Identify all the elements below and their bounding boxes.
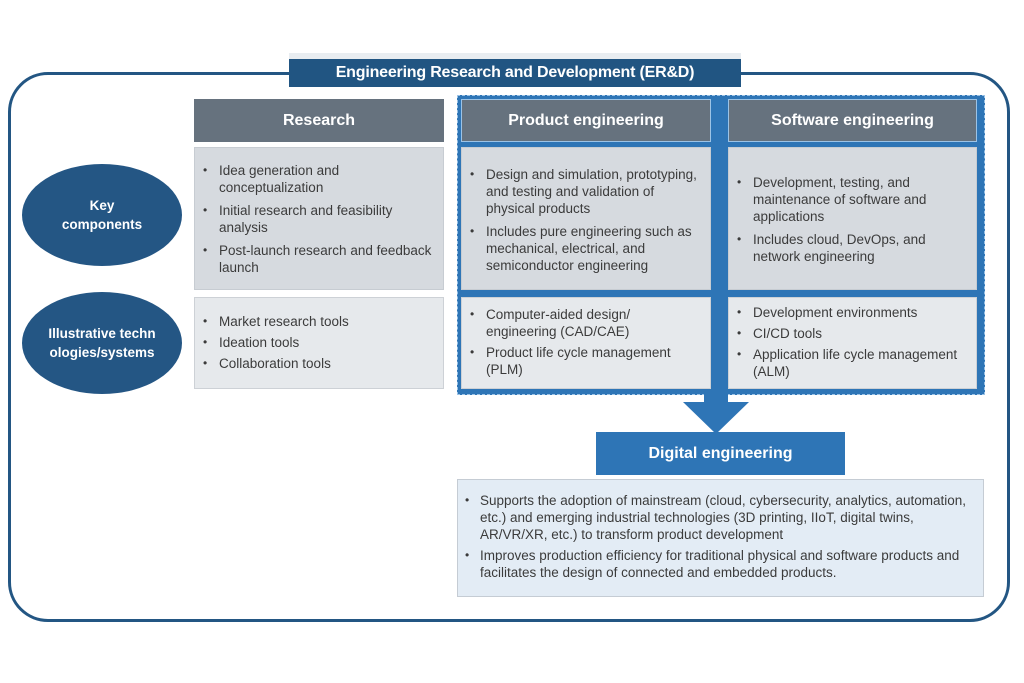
list-item: Initial research and feasibility analysi…	[195, 202, 433, 236]
list-item: Includes cloud, DevOps, and network engi…	[729, 231, 968, 265]
research-key-components: Idea generation and conceptualization In…	[194, 147, 444, 290]
list-item: Post-launch research and feedback launch	[195, 242, 433, 276]
list-item: Idea generation and conceptualization	[195, 162, 433, 196]
product-key-components: Design and simulation, prototyping, and …	[461, 147, 711, 290]
column-header-research: Research	[194, 99, 444, 142]
digital-engineering-header: Digital engineering	[596, 432, 845, 475]
row-label-illustrative-technologies: Illustrative technologies/systems	[22, 292, 182, 394]
product-technologies: Computer-aided design/ engineering (CAD/…	[461, 297, 711, 389]
diagram-title: Engineering Research and Development (ER…	[289, 59, 741, 87]
down-arrow-icon	[683, 392, 749, 434]
list-item: Development, testing, and maintenance of…	[729, 174, 968, 225]
list-item: Computer-aided design/ engineering (CAD/…	[462, 306, 702, 340]
row-label-text: Key components	[61, 198, 143, 232]
software-technologies: Development environments CI/CD tools App…	[728, 297, 977, 389]
list-item: Ideation tools	[195, 334, 433, 351]
row-label-text: Illustrative technologies/systems	[48, 326, 156, 360]
row-label-key-components: Key components	[22, 164, 182, 266]
column-header-product-engineering: Product engineering	[461, 99, 711, 142]
list-item: CI/CD tools	[729, 325, 968, 342]
column-header-software-engineering: Software engineering	[728, 99, 977, 142]
digital-engineering-description: Supports the adoption of mainstream (clo…	[457, 479, 984, 597]
list-item: Application life cycle management (ALM)	[729, 346, 968, 380]
list-item: Includes pure engineering such as mechan…	[462, 223, 702, 274]
research-technologies: Market research tools Ideation tools Col…	[194, 297, 444, 389]
list-item: Improves production efficiency for tradi…	[458, 547, 975, 581]
list-item: Development environments	[729, 304, 968, 321]
list-item: Market research tools	[195, 313, 433, 330]
list-item: Collaboration tools	[195, 355, 433, 372]
list-item: Supports the adoption of mainstream (clo…	[458, 492, 975, 543]
list-item: Design and simulation, prototyping, and …	[462, 166, 702, 217]
list-item: Product life cycle management (PLM)	[462, 344, 702, 378]
software-key-components: Development, testing, and maintenance of…	[728, 147, 977, 290]
